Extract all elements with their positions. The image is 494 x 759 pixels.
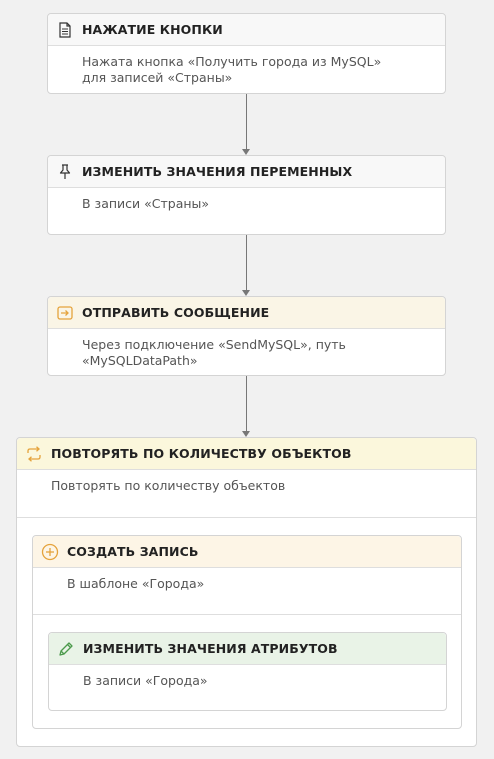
node-title: СОЗДАТЬ ЗАПИСЬ bbox=[67, 544, 199, 559]
node-title: НАЖАТИЕ КНОПКИ bbox=[82, 22, 223, 37]
node-send-message[interactable]: ОТПРАВИТЬ СООБЩЕНИЕ Через подключение «S… bbox=[47, 296, 446, 376]
node-button-press[interactable]: НАЖАТИЕ КНОПКИ Нажата кнопка «Получить г… bbox=[47, 13, 446, 94]
node-title: ИЗМЕНИТЬ ЗНАЧЕНИЯ ПЕРЕМЕННЫХ bbox=[82, 164, 353, 179]
node-title: ОТПРАВИТЬ СООБЩЕНИЕ bbox=[82, 305, 270, 320]
node-description: В шаблоне «Города» bbox=[67, 576, 205, 591]
node-description: Повторять по количеству объектов bbox=[51, 478, 286, 493]
node-description: Через подключение «SendMySQL», путь bbox=[82, 337, 346, 352]
section-divider bbox=[17, 517, 476, 518]
node-description: В записи «Города» bbox=[83, 673, 208, 688]
send-icon bbox=[48, 305, 82, 320]
flow-connector bbox=[246, 376, 247, 432]
section-divider bbox=[33, 614, 461, 615]
node-title: ПОВТОРЯТЬ ПО КОЛИЧЕСТВУ ОБЪЕКТОВ bbox=[51, 446, 352, 461]
node-header: СОЗДАТЬ ЗАПИСЬ bbox=[33, 536, 461, 568]
node-header: ОТПРАВИТЬ СООБЩЕНИЕ bbox=[48, 297, 445, 329]
node-header: ИЗМЕНИТЬ ЗНАЧЕНИЯ АТРИБУТОВ bbox=[49, 633, 446, 665]
node-change-attributes[interactable]: ИЗМЕНИТЬ ЗНАЧЕНИЯ АТРИБУТОВ В записи «Го… bbox=[48, 632, 447, 711]
document-icon bbox=[48, 21, 82, 38]
flow-arrow bbox=[242, 149, 250, 155]
node-header: ИЗМЕНИТЬ ЗНАЧЕНИЯ ПЕРЕМЕННЫХ bbox=[48, 156, 445, 188]
node-repeat-loop[interactable]: ПОВТОРЯТЬ ПО КОЛИЧЕСТВУ ОБЪЕКТОВ Повторя… bbox=[16, 437, 477, 747]
node-change-variables[interactable]: ИЗМЕНИТЬ ЗНАЧЕНИЯ ПЕРЕМЕННЫХ В записи «С… bbox=[47, 155, 446, 235]
node-title: ИЗМЕНИТЬ ЗНАЧЕНИЯ АТРИБУТОВ bbox=[83, 641, 338, 656]
node-description: для записей «Страны» bbox=[82, 70, 233, 85]
node-create-record[interactable]: СОЗДАТЬ ЗАПИСЬ В шаблоне «Города» ИЗМЕНИ… bbox=[32, 535, 462, 729]
flow-connector bbox=[246, 94, 247, 150]
node-description: Нажата кнопка «Получить города из MySQL» bbox=[82, 54, 382, 69]
node-description: В записи «Страны» bbox=[82, 196, 210, 211]
plus-circle-icon bbox=[33, 543, 67, 561]
repeat-icon bbox=[17, 445, 51, 462]
flow-arrow bbox=[242, 431, 250, 437]
node-description: «MySQLDataPath» bbox=[82, 353, 198, 368]
pin-icon bbox=[48, 163, 82, 180]
pencil-icon bbox=[49, 641, 83, 657]
flow-arrow bbox=[242, 290, 250, 296]
node-header: НАЖАТИЕ КНОПКИ bbox=[48, 14, 445, 46]
node-header: ПОВТОРЯТЬ ПО КОЛИЧЕСТВУ ОБЪЕКТОВ bbox=[17, 438, 476, 470]
flow-connector bbox=[246, 235, 247, 291]
